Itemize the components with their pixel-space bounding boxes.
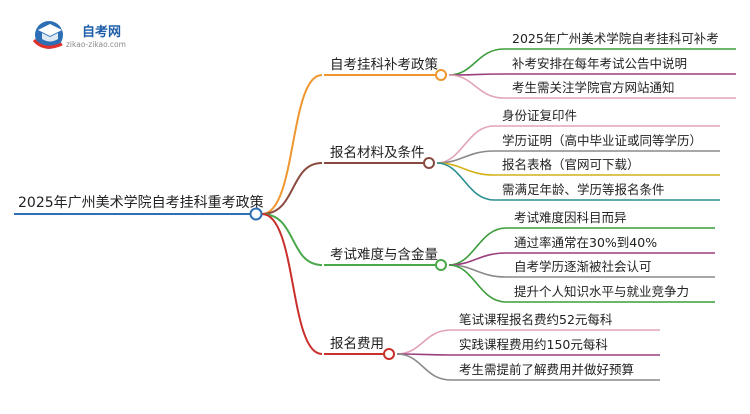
root-topic: 2025年广州美术学院自考挂科重考政策 (18, 194, 264, 211)
branch-label: 自考挂科补考政策 (330, 56, 438, 73)
branch-connector (261, 162, 323, 215)
branch-node[interactable] (423, 157, 435, 169)
node-markers (249, 69, 447, 360)
leaf-label: 考试难度因科目而异 (514, 210, 627, 225)
root-node[interactable] (249, 207, 263, 221)
logo-icon (32, 21, 63, 49)
branch-node[interactable] (435, 259, 447, 271)
leaf-label: 2025年广州美术学院自考挂科可补考 (512, 31, 719, 46)
leaf-label: 学历证明（高中毕业证或同等学历） (502, 133, 702, 148)
leaf-connector (396, 329, 452, 355)
branch-label: 报名费用 (330, 336, 384, 352)
connector-lines (14, 48, 736, 381)
branch-connector (261, 74, 323, 215)
node-labels: 2025年广州美术学院自考挂科重考政策 自考挂科补考政策 2025年广州美术学院自考… (18, 31, 719, 377)
branch-connector (261, 213, 323, 266)
leaf-label: 报名表格（官网可下载） (502, 157, 640, 172)
site-logo[interactable]: 自考网 zikao-zikao.com (32, 21, 126, 49)
branch-node[interactable] (383, 348, 395, 360)
leaf-connector (396, 353, 452, 381)
leaf-label: 补考安排在每年考试公告中说明 (512, 56, 687, 71)
leaf-label: 通过率通常在30%到40% (514, 235, 657, 250)
branch-label: 报名材料及条件 (330, 144, 425, 161)
leaf-label: 需满足年龄、学历等报名条件 (502, 182, 665, 197)
leaf-connector (436, 162, 495, 201)
leaf-label: 考生需关注学院官方网站通知 (512, 80, 675, 95)
logo-url: zikao-zikao.com (66, 40, 126, 49)
leaf-label: 提升个人知识水平与就业竞争力 (514, 284, 689, 299)
leaf-label: 笔试课程报名费约52元每科 (459, 312, 613, 327)
leaf-connector (448, 74, 505, 99)
branch-node[interactable] (435, 69, 447, 81)
leaf-connector (448, 73, 505, 76)
leaf-label: 自考学历逐渐被社会认可 (514, 259, 652, 274)
branch-label: 考试难度与含金量 (330, 247, 438, 263)
leaf-connector (448, 48, 505, 76)
leaf-label: 实践课程费用约150元每科 (459, 337, 608, 352)
branch-connector (261, 213, 323, 355)
leaf-label: 身份证复印件 (502, 108, 577, 123)
logo-title: 自考网 (82, 24, 121, 40)
leaf-connector (448, 264, 507, 303)
leaf-label: 考生需提前了解费用并做好预算 (459, 362, 634, 377)
